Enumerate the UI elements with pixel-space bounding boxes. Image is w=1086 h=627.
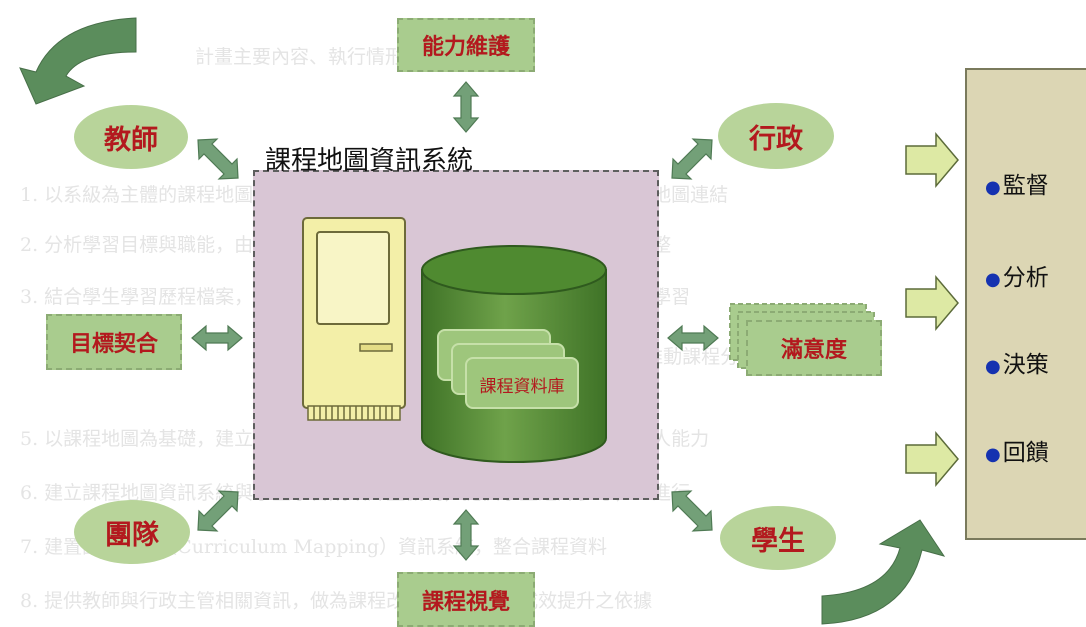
node-satisfaction: 滿意度 xyxy=(746,320,882,376)
panel-arrow-3 xyxy=(905,430,959,488)
bg-line: 計畫主要內容、執行情形及成 xyxy=(195,46,443,68)
curved-arrow-bottom-right xyxy=(821,519,946,625)
arrow-right xyxy=(667,324,719,352)
database-cylinder xyxy=(421,245,607,463)
function-panel xyxy=(965,68,1086,540)
panel-item-feedback: ●回饋 xyxy=(985,440,1049,466)
arrow-diag-bl xyxy=(197,490,239,532)
panel-arrows xyxy=(905,131,959,488)
panel-item-decision: ●決策 xyxy=(985,352,1049,378)
node-vision: 課程視覺 xyxy=(397,572,535,627)
panel-item-monitor: ●監督 xyxy=(985,173,1049,199)
arrow-diag-tr xyxy=(671,138,713,180)
system-title: 課程地圖資訊系統 xyxy=(265,146,474,176)
arrow-diag-br xyxy=(671,490,713,532)
node-capability: 能力維護 xyxy=(397,18,535,72)
arrow-bottom xyxy=(452,509,480,561)
computer-icon xyxy=(302,217,406,421)
node-student: 學生 xyxy=(720,506,836,570)
node-admin: 行政 xyxy=(718,103,834,169)
node-teacher: 教師 xyxy=(74,105,188,169)
curved-arrow-top-left xyxy=(19,17,137,105)
database-label: 課程資料庫 xyxy=(479,377,565,397)
arrow-left xyxy=(191,324,243,352)
arrow-top xyxy=(452,81,480,133)
node-team: 團隊 xyxy=(74,500,190,564)
arrow-diag-tl xyxy=(197,138,239,180)
panel-item-analysis: ●分析 xyxy=(985,265,1049,291)
double-arrows xyxy=(191,81,719,561)
panel-arrow-2 xyxy=(905,274,959,332)
node-goal: 目標契合 xyxy=(46,314,182,370)
panel-arrow-1 xyxy=(905,131,959,189)
